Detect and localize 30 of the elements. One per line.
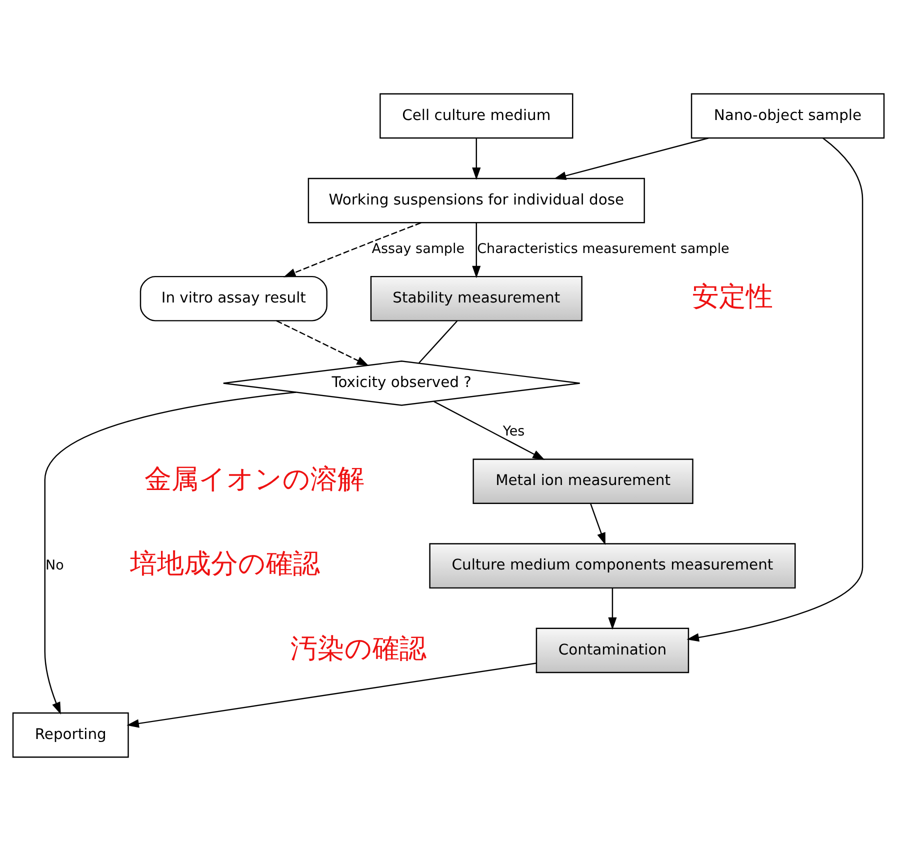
- label: 培地成分の確認: [130, 548, 320, 578]
- node-box: Reporting: [12, 712, 129, 758]
- arrow: [554, 137, 709, 180]
- arrow: [686, 137, 864, 642]
- edge-label: No: [46, 556, 64, 573]
- arrow: [44, 391, 296, 714]
- connector: [418, 320, 458, 363]
- arrow: [283, 222, 422, 277]
- arrow: [126, 662, 536, 728]
- arrow: [434, 400, 545, 460]
- label: 安定性: [692, 280, 774, 311]
- edge-label: Assay sample: [372, 240, 465, 257]
- arrow: [276, 320, 369, 366]
- node-box: Contamination: [536, 627, 690, 673]
- node-box: Culture medium components measurement: [429, 542, 796, 588]
- edge-label: Characteristics measurement sample: [477, 240, 730, 257]
- arrow: [472, 138, 481, 180]
- node-box: Working suspensions for individual dose: [308, 177, 645, 223]
- arrow: [472, 222, 481, 278]
- node-diamond: Toxicity observed ?: [222, 360, 580, 406]
- node-box: Metal ion measurement: [472, 458, 694, 504]
- node-box: Cell culture medium: [380, 92, 574, 138]
- edge-label: Yes: [502, 423, 525, 440]
- arrow: [590, 502, 606, 545]
- label: 金属イオンの溶解: [144, 464, 365, 494]
- arrow: [608, 588, 617, 630]
- node-box: Nano-object sample: [690, 92, 885, 138]
- node-box: In vitro assay result: [140, 275, 328, 321]
- node-box: Stability measurement: [370, 275, 582, 321]
- label: 汚染の確認: [290, 632, 427, 663]
